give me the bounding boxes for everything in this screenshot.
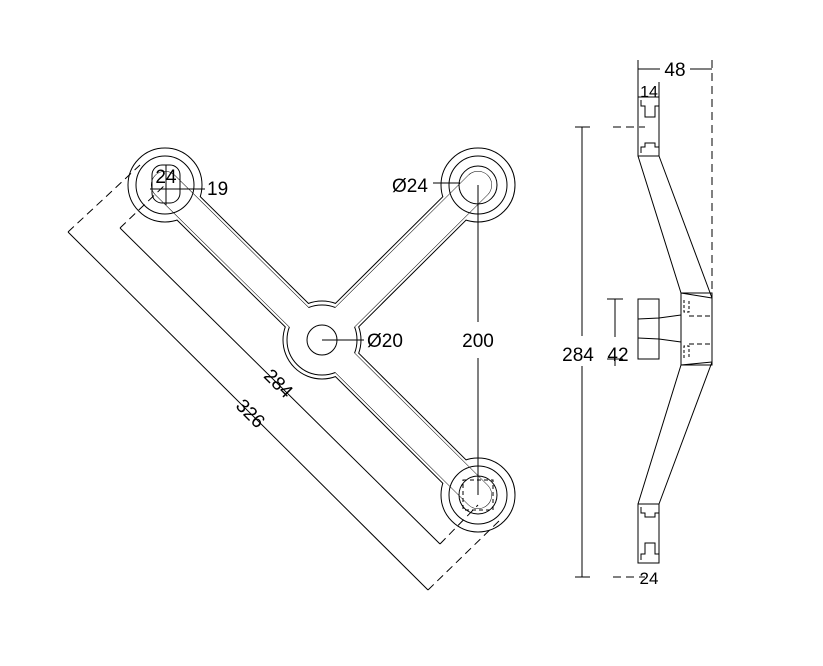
side-view-dimensions: 48 14 284 42 24 bbox=[562, 60, 713, 588]
dim-slot-19: 19 bbox=[207, 179, 228, 200]
dim-hole-20: Ø20 bbox=[367, 331, 403, 352]
dim-48: 48 bbox=[664, 60, 685, 81]
dim-284-side: 284 bbox=[562, 345, 594, 366]
side-view-body bbox=[637, 96, 713, 564]
dim-24-side: 24 bbox=[640, 569, 659, 588]
front-view-dimensions: 326 284 24 19 Ø24 Ø20 200 bbox=[67, 164, 501, 591]
front-view-body bbox=[127, 147, 516, 533]
dim-hole-24: Ø24 bbox=[392, 176, 428, 197]
dim-14: 14 bbox=[640, 84, 658, 101]
dim-200: 200 bbox=[462, 331, 494, 352]
dim-326: 326 bbox=[231, 395, 268, 432]
dim-42: 42 bbox=[607, 345, 628, 366]
